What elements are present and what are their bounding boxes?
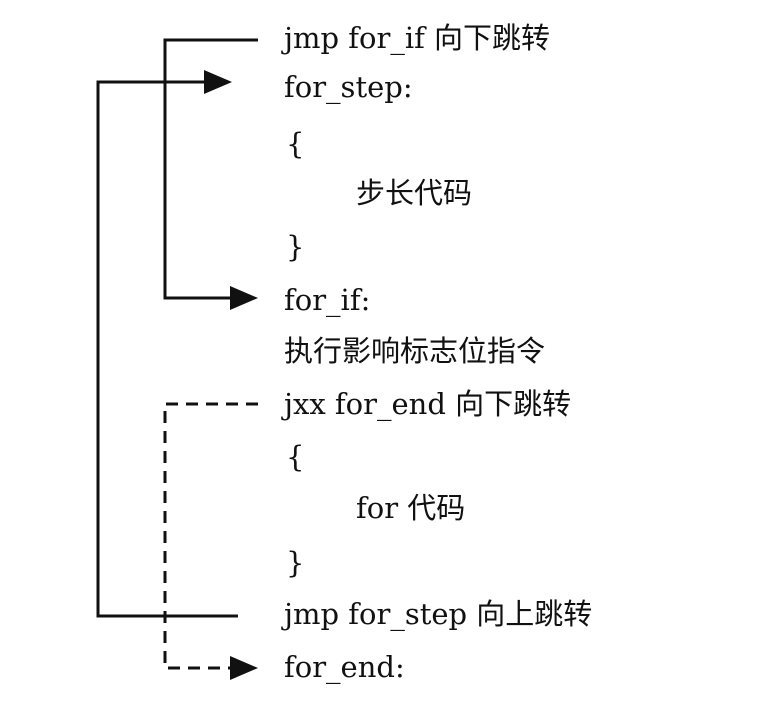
arrow-jmp-to-for-if <box>163 38 258 300</box>
code-line-for-code: for 代码 <box>356 491 466 525</box>
arrow-jmp-to-for-step <box>96 80 238 618</box>
code-line-for-end-label: for_end: <box>284 650 405 684</box>
code-line-close-brace-1: } <box>286 230 305 264</box>
code-line-jmp-for-if: jmp for_if 向下跳转 <box>284 21 551 55</box>
code-line-jxx-for-end: jxx for_end 向下跳转 <box>284 387 572 421</box>
code-line-for-step-label: for_step: <box>284 70 413 104</box>
arrowhead-for-step <box>204 70 232 94</box>
arrowhead-for-if <box>230 286 258 310</box>
code-line-close-brace-2: } <box>286 546 305 580</box>
arrow-jxx-to-for-end <box>163 402 258 670</box>
code-line-step-code: 步长代码 <box>356 176 473 210</box>
arrowhead-for-end <box>230 656 258 680</box>
code-line-jmp-for-step: jmp for_step 向上跳转 <box>284 597 593 631</box>
code-line-flag-instruction: 执行影响标志位指令 <box>284 334 546 368</box>
code-line-open-brace-2: { <box>286 440 305 474</box>
code-line-open-brace-1: { <box>286 127 305 161</box>
code-line-for-if-label: for_if: <box>284 283 371 317</box>
